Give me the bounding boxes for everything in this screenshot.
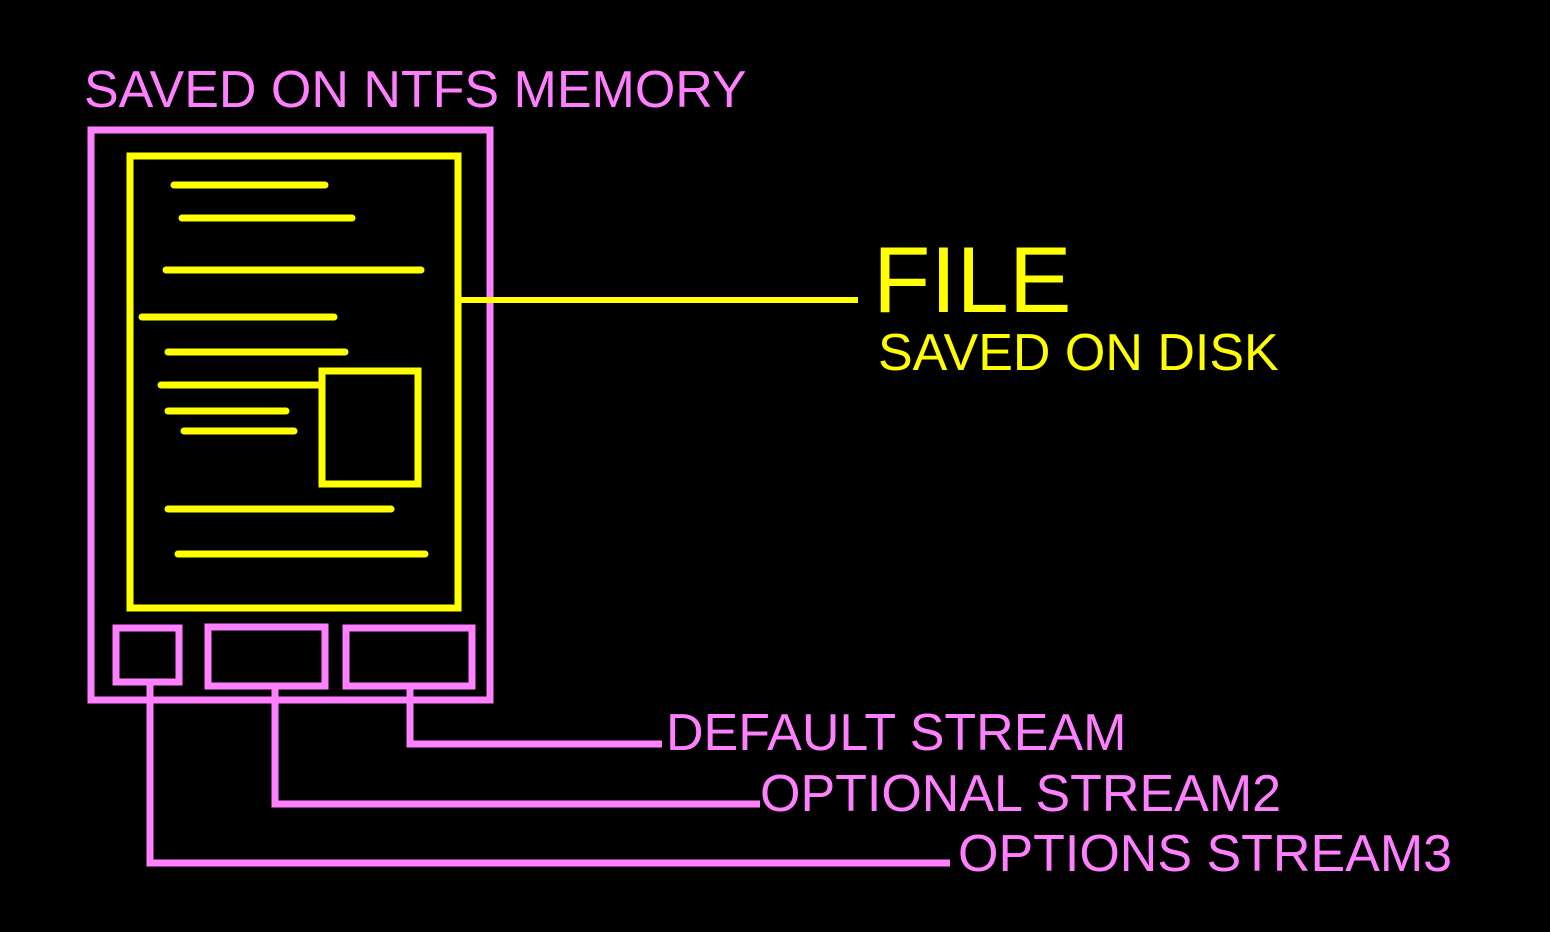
memory-title: SAVED ON NTFS MEMORY xyxy=(84,61,747,119)
optional-stream2-label: OPTIONAL STREAM2 xyxy=(760,765,1281,823)
file-document-box xyxy=(126,152,462,612)
default-stream-connector xyxy=(406,686,662,748)
file-subtitle: SAVED ON DISK xyxy=(878,324,1279,382)
options-stream3-label: OPTIONS STREAM3 xyxy=(958,825,1452,883)
stream2-connector xyxy=(271,686,760,808)
stream3-connector xyxy=(146,682,950,867)
document-image-box xyxy=(318,367,422,488)
ntfs-memory-box xyxy=(87,126,494,704)
stream2-box xyxy=(204,623,329,690)
default-stream-label: DEFAULT STREAM xyxy=(666,704,1126,762)
document-text-lines xyxy=(138,181,429,558)
file-title: FILE xyxy=(873,227,1072,332)
